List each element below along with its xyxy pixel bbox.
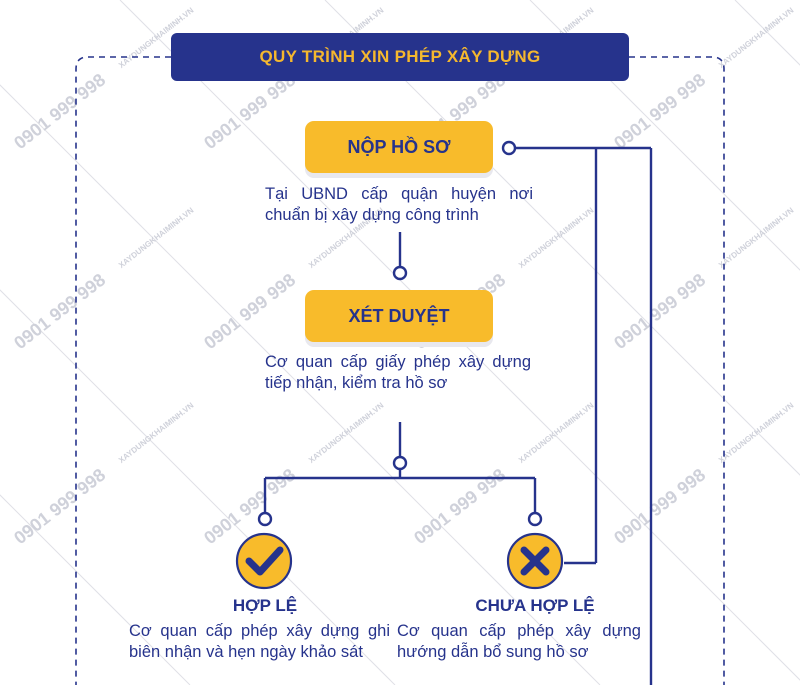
outcome-valid-description: Cơ quan cấp phép xây dựng ghi biên nhận … [129,622,390,661]
step-review-box: XÉT DUYỆT [305,290,493,342]
cross-icon [506,532,564,590]
outcome-invalid-label: CHƯA HỢP LỆ [475,596,595,615]
dashed-frame [75,56,725,685]
watermark-line [324,0,800,476]
watermark-site: XAYDUNGKHAIMINH.VN [717,206,796,270]
watermark-line [734,0,800,66]
connector-nodes [257,140,543,527]
node-left-outcome [257,511,273,527]
node-step2-top [392,265,408,281]
connectors [263,146,653,685]
outcome-invalid-description: Cơ quan cấp phép xây dựng hướng dẫn bổ s… [397,622,641,661]
watermark-phone: 0901 999 998 [610,70,709,154]
watermark-phone: 0901 999 998 [10,270,109,354]
watermark-phone: 0901 999 998 [200,70,299,154]
watermark-line [0,494,191,685]
node-right-outcome [527,511,543,527]
watermark-phone: 0901 999 998 [610,465,709,549]
watermark-site: XAYDUNGKHAIMINH.VN [517,401,596,465]
page-title: QUY TRÌNH XIN PHÉP XÂY DỰNG [259,47,541,66]
check-icon [235,532,293,590]
watermark-phone: 0901 999 998 [200,270,299,354]
watermark-site: XAYDUNGKHAIMINH.VN [717,401,796,465]
watermark-site: XAYDUNGKHAIMINH.VN [307,401,386,465]
watermark-site: XAYDUNGKHAIMINH.VN [117,206,196,270]
watermark-phone: 0901 999 998 [10,70,109,154]
step-submit-description: Tại UBND cấp quận huyện nơi chuẩn bị xây… [265,185,533,224]
watermark-site: XAYDUNGKHAIMINH.VN [717,6,796,70]
step-submit-box: NỘP HỒ SƠ [305,121,493,173]
watermark-phone: 0901 999 998 [10,465,109,549]
node-step1-right [501,140,517,156]
step-review-description: Cơ quan cấp giấy phép xây dựng tiếp nhận… [265,353,531,392]
outcome-valid-label: HỢP LỆ [232,596,298,615]
watermark-site: XAYDUNGKHAIMINH.VN [117,401,196,465]
watermark-line [119,0,800,681]
step-review-label: XÉT DUYỆT [348,305,450,326]
watermark-phone: 0901 999 998 [610,270,709,354]
watermark-line [529,0,800,271]
step-submit-label: NỘP HỒ SƠ [347,136,451,157]
node-branch-top [392,455,408,471]
watermark-line [0,84,601,685]
title-banner: QUY TRÌNH XIN PHÉP XÂY DỰNG [171,33,629,81]
